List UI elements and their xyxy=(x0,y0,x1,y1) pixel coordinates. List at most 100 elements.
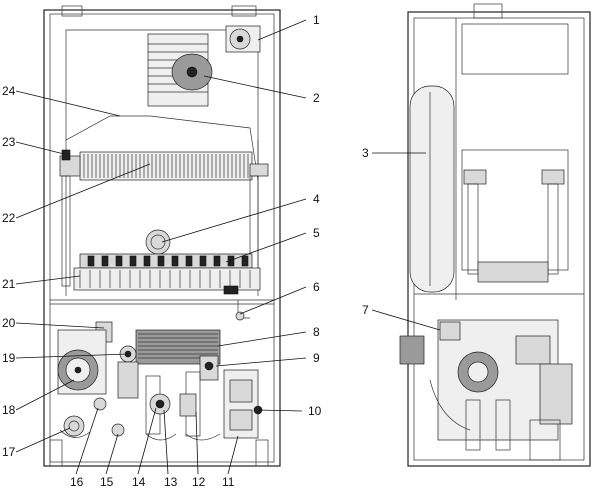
callout-leader-4 xyxy=(161,198,307,243)
pump-center xyxy=(74,366,82,374)
callout-label-4: 4 xyxy=(313,192,320,206)
callout-label-7: 7 xyxy=(362,303,369,317)
callout-leader-22 xyxy=(15,163,151,219)
callout-leader-23 xyxy=(15,141,65,155)
callout-label-16: 16 xyxy=(70,475,84,488)
callout-label-23: 23 xyxy=(2,135,16,149)
callout-label-20: 20 xyxy=(2,316,16,330)
callout-label-3: 3 xyxy=(362,146,369,160)
combustion-hood xyxy=(65,29,259,181)
callout-leader-1 xyxy=(257,19,307,41)
callout-leader-9 xyxy=(215,357,307,367)
callout-leader-11 xyxy=(227,435,239,475)
callout-leader-18 xyxy=(15,379,75,411)
callout-label-19: 19 xyxy=(2,351,16,365)
leg-left xyxy=(49,439,63,467)
overheat-thermostat xyxy=(61,149,71,161)
pipe-bend-left xyxy=(59,429,91,438)
drain-valve xyxy=(93,397,107,411)
callout-leader-21 xyxy=(15,275,81,285)
callout-leader-2 xyxy=(203,75,307,99)
side-pipe-down-2 xyxy=(495,399,511,451)
side-view xyxy=(399,3,591,467)
callout-label-5: 5 xyxy=(313,226,320,240)
burner-ramps xyxy=(79,270,251,288)
gas-valve-modulator xyxy=(229,379,253,403)
heat-exchanger-fins xyxy=(83,154,249,178)
fan-hub xyxy=(186,66,198,78)
callout-label-22: 22 xyxy=(2,211,16,225)
callout-leader-10 xyxy=(257,409,303,412)
top-bracket-right xyxy=(231,5,257,17)
burner xyxy=(73,267,261,291)
side-bracket xyxy=(399,335,425,365)
side-connector-right xyxy=(541,169,565,185)
side-valve xyxy=(439,321,461,341)
gas-valve-coil xyxy=(229,409,253,431)
callout-label-14: 14 xyxy=(132,475,146,488)
hx-connector-right xyxy=(249,163,269,177)
front-casing-inner xyxy=(49,13,275,463)
callout-label-1: 1 xyxy=(313,13,320,27)
callout-leader-6 xyxy=(239,286,307,315)
side-plate-exchanger xyxy=(515,335,551,365)
side-pipe-right xyxy=(547,183,559,275)
callout-leader-13 xyxy=(163,409,169,475)
side-fan-box xyxy=(461,23,569,75)
ignition-port xyxy=(145,229,171,255)
flow-sensor xyxy=(235,311,245,321)
side-pipe-left xyxy=(467,183,479,275)
ignition-port-inner xyxy=(150,234,166,250)
side-gas-valve xyxy=(539,363,573,425)
pipe-left xyxy=(61,175,71,287)
callout-label-9: 9 xyxy=(313,351,320,365)
callout-leader-5 xyxy=(225,232,307,263)
callout-leader-8 xyxy=(217,331,307,347)
water-pressure-sensor xyxy=(179,393,197,417)
side-burner xyxy=(477,261,549,283)
callout-leader-17 xyxy=(15,427,71,453)
top-bracket-left xyxy=(61,5,83,17)
callout-leader-12 xyxy=(195,411,199,475)
callout-leader-16 xyxy=(75,407,99,475)
callout-label-21: 21 xyxy=(2,277,16,291)
side-pipe-bend xyxy=(429,379,471,431)
callout-label-6: 6 xyxy=(313,280,320,294)
cold-water-inlet xyxy=(63,415,85,437)
callout-label-11: 11 xyxy=(222,475,235,488)
callout-label-15: 15 xyxy=(100,475,114,488)
heat-exchanger xyxy=(79,151,253,181)
burner-nozzles xyxy=(87,255,249,267)
callout-leader-7 xyxy=(371,309,441,331)
side-flue-top xyxy=(473,3,503,19)
leg-right xyxy=(255,439,269,467)
burner-electrode xyxy=(223,285,239,295)
callout-label-12: 12 xyxy=(192,475,206,488)
pump-outlet xyxy=(117,361,139,399)
side-pipe-box xyxy=(529,419,561,461)
filling-tap xyxy=(111,423,125,437)
front-view xyxy=(43,5,281,467)
side-pipe-down-1 xyxy=(465,399,481,451)
callout-leader-20 xyxy=(15,322,105,329)
pipe-bend-right xyxy=(185,433,221,441)
callout-label-18: 18 xyxy=(2,403,16,417)
callout-leader-15 xyxy=(105,433,119,475)
callout-label-8: 8 xyxy=(313,325,320,339)
dhw-tap-center xyxy=(155,399,165,409)
pressure-switch-center xyxy=(236,35,244,43)
callout-leader-24 xyxy=(15,90,121,117)
callout-leader-19 xyxy=(15,353,129,359)
side-connector-left xyxy=(463,169,487,185)
callout-label-24: 24 xyxy=(2,84,16,98)
expansion-vessel xyxy=(409,85,455,293)
cold-water-inlet-inner xyxy=(68,420,80,432)
callout-label-2: 2 xyxy=(313,91,320,105)
callout-label-17: 17 xyxy=(2,445,16,459)
callout-leader-14 xyxy=(137,407,157,475)
flow-switch-knob xyxy=(204,361,214,371)
side-pump-face xyxy=(467,361,489,383)
callout-label-13: 13 xyxy=(164,475,178,488)
